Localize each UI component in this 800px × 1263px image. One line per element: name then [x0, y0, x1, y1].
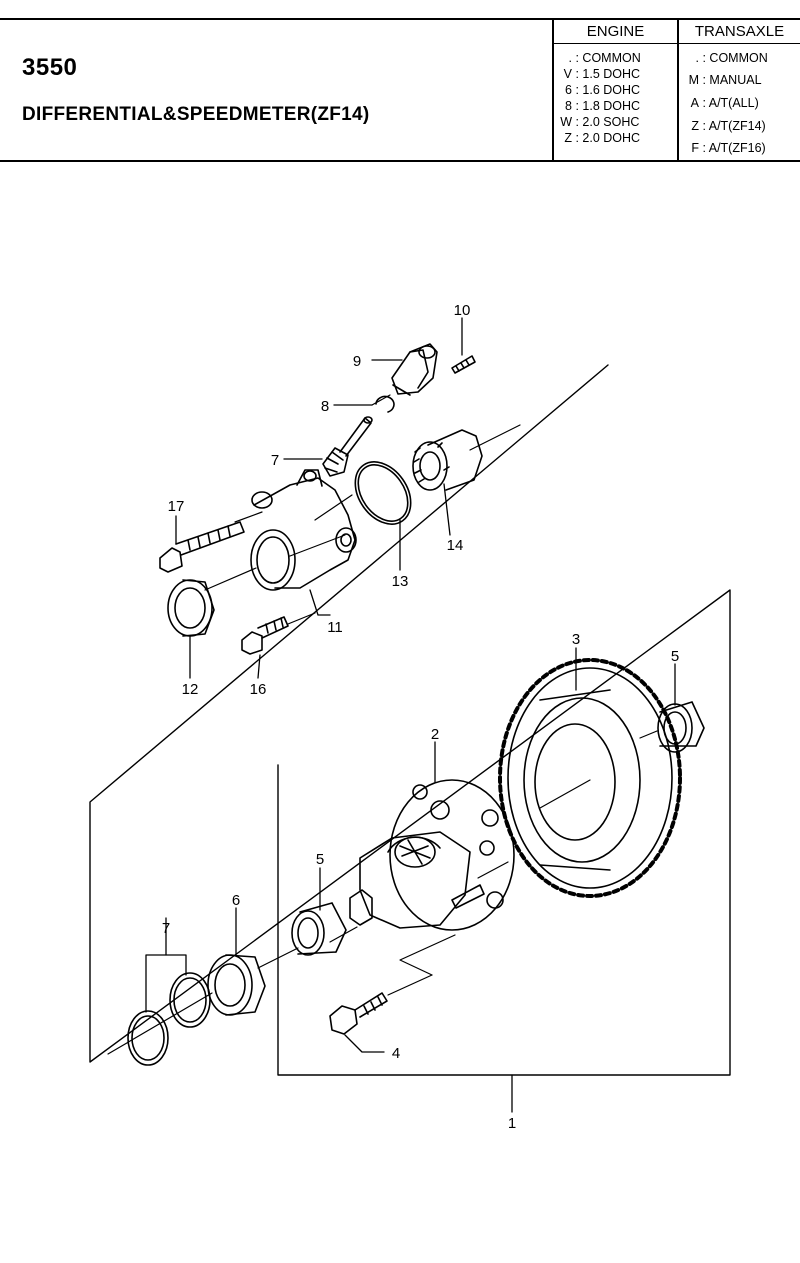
speedometer-housing-part [250, 469, 357, 591]
ring-gear-part [498, 658, 682, 898]
callout-14: 13 [392, 573, 409, 590]
callout-10: 9 [353, 353, 361, 370]
callout-3: 3 [572, 631, 580, 648]
transaxle-legend-row: . : COMMON [683, 51, 768, 66]
callout-12: 11 [327, 619, 343, 636]
callout-1: 1 [508, 1115, 516, 1132]
engine-desc: : COMMON [575, 51, 641, 65]
callout-5: 5 [316, 851, 324, 868]
bearing-part [657, 701, 705, 753]
leader-lines [145, 317, 676, 1113]
callout-2: 2 [431, 726, 439, 743]
callout-4: 4 [392, 1045, 400, 1062]
exploded-parts-diagram: 10 9 8 7 17 14 13 11 12 16 3 5 2 5 6 7 4… [89, 302, 731, 1132]
engine-legend-heading: ENGINE [586, 23, 645, 40]
callout-6: 6 [232, 892, 240, 909]
transaxle-code: A [690, 96, 699, 110]
header-bottom-rule [0, 160, 800, 162]
callout-labels: 10 9 8 7 17 14 13 11 12 16 3 5 2 5 6 7 4… [162, 302, 679, 1132]
transaxle-desc: : A/T(ZF16) [702, 141, 766, 155]
engine-legend-row: 8 : 1.8 DOHC [556, 99, 640, 114]
oil-seal-part [167, 579, 215, 637]
transaxle-desc: : A/T(ZF14) [702, 119, 766, 133]
callout-16: 16 [250, 681, 267, 698]
callout-8: 7 [271, 452, 279, 469]
speedometer-sensor-part [391, 343, 438, 396]
callout-5: 5 [671, 648, 679, 665]
bolt-part [159, 521, 245, 573]
engine-code: . [568, 51, 572, 65]
engine-code: V [563, 67, 572, 81]
ring-gear-bolt-part [329, 992, 388, 1035]
transaxle-code: M [688, 73, 699, 87]
driven-gear-part [322, 416, 373, 477]
engine-legend-row: 6 : 1.6 DOHC [556, 83, 640, 98]
clip-part [375, 395, 395, 413]
transaxle-desc: : COMMON [702, 51, 768, 65]
drive-gear-part [412, 429, 483, 491]
diagram-code: 3550 [22, 54, 78, 81]
pin-part [451, 355, 476, 374]
engine-desc: : 1.8 DOHC [575, 99, 641, 113]
transaxle-legend-row: F : A/T(ZF16) [683, 141, 766, 156]
callout-17: 17 [168, 498, 185, 515]
engine-desc: : 2.0 DOHC [575, 131, 641, 145]
engine-desc: : 1.6 DOHC [575, 83, 641, 97]
engine-legend-row: Z : 2.0 DOHC [556, 131, 640, 146]
engine-legend-row: W : 2.0 SOHC [556, 115, 639, 130]
transaxle-code: Z [691, 119, 699, 133]
diagram-title: DIFFERENTIAL&SPEEDMETER(ZF14) [22, 104, 370, 125]
engine-code: 6 [565, 83, 572, 97]
differential-case-part [349, 779, 515, 931]
engine-legend-row: V : 1.5 DOHC [556, 67, 640, 82]
callout-11: 10 [454, 302, 471, 319]
transaxle-code: . [695, 51, 699, 65]
engine-code: Z [564, 131, 572, 145]
transaxle-desc: : MANUAL [702, 73, 762, 87]
transaxle-legend-row: A : A/T(ALL) [683, 96, 759, 111]
engine-code: 8 [565, 99, 572, 113]
speedometer-group-frame [89, 364, 731, 1076]
assembly-guide-lines [107, 394, 658, 1055]
legend-divider-left [552, 18, 554, 162]
transaxle-legend-row: M : MANUAL [683, 73, 762, 88]
header-top-rule [0, 18, 800, 20]
transaxle-legend-row: Z : A/T(ZF14) [683, 119, 766, 134]
small-bolt-part [241, 616, 289, 655]
case-oil-seal-part [207, 954, 266, 1016]
callout-9: 8 [321, 398, 329, 415]
transaxle-code: F [691, 141, 699, 155]
engine-desc: : 1.5 DOHC [575, 67, 641, 81]
shim-parts [127, 972, 211, 1066]
legend-heading-rule [552, 43, 800, 44]
legend-divider-mid [677, 18, 679, 162]
transaxle-desc: : A/T(ALL) [702, 96, 759, 110]
bearing-part [291, 902, 347, 956]
callout-13: 12 [182, 681, 199, 698]
callout-15: 14 [447, 537, 464, 554]
o-ring-part [354, 461, 412, 525]
engine-legend-row: . : COMMON [556, 51, 641, 66]
callout-7: 7 [162, 920, 170, 937]
transaxle-legend-heading: TRANSAXLE [694, 23, 785, 40]
engine-desc: : 2.0 SOHC [575, 115, 640, 129]
engine-code: W [560, 115, 572, 129]
